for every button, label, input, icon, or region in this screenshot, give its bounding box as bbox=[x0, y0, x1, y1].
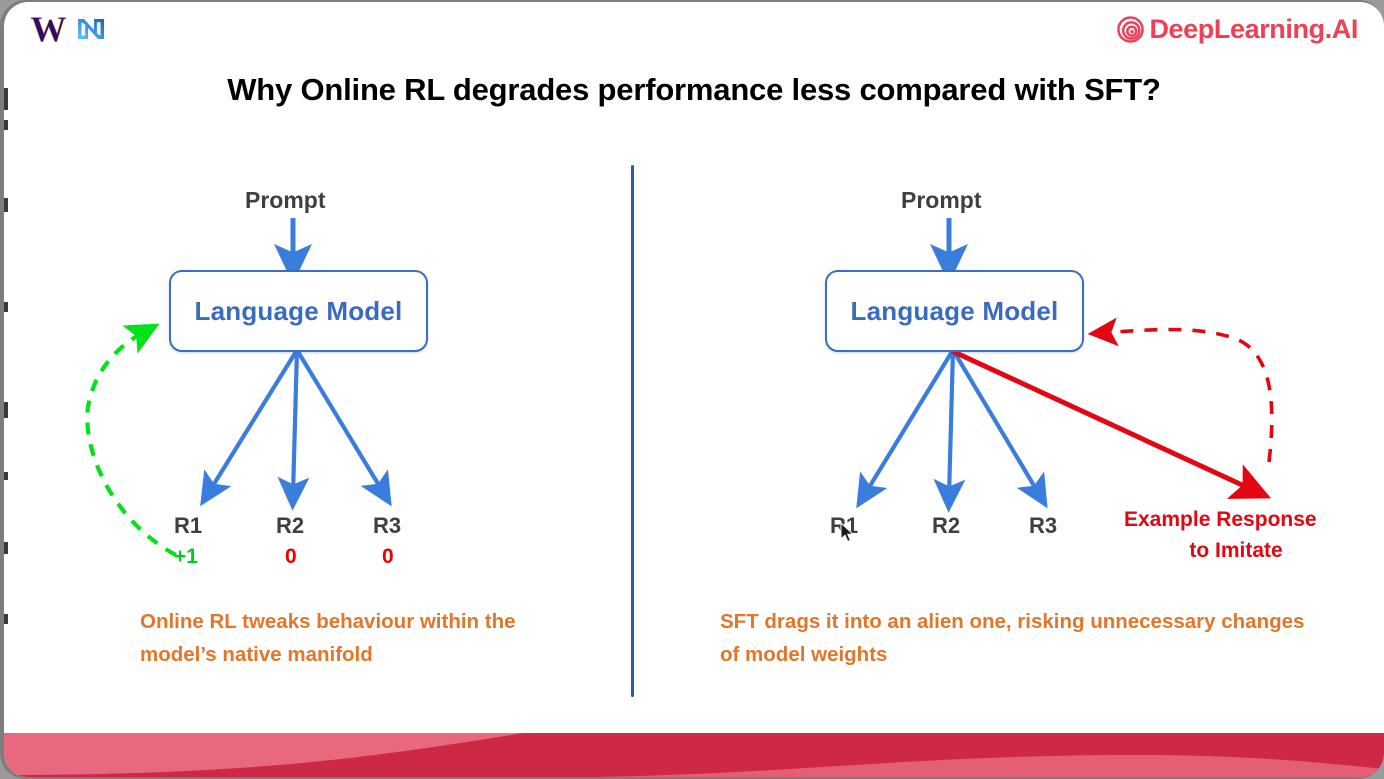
reward-value-r1: +1 bbox=[174, 545, 198, 568]
example-response-label-line1: Example Response bbox=[1124, 508, 1317, 531]
page-edge-tick bbox=[4, 402, 8, 418]
footer-band bbox=[4, 733, 1384, 777]
response-label-r2-right: R2 bbox=[932, 513, 961, 538]
reward-value-r3: 0 bbox=[382, 545, 394, 568]
left-panel: Prompt Language Model R1 R2 R3 +1 0 0 On… bbox=[4, 2, 631, 777]
page-edge-tick bbox=[4, 472, 8, 480]
prompt-label-left: Prompt bbox=[245, 187, 326, 213]
page-edge-tick bbox=[4, 120, 8, 130]
language-model-label-right: Language Model bbox=[850, 295, 1059, 326]
page-edge-tick bbox=[4, 198, 8, 212]
response-label-r3-right: R3 bbox=[1029, 513, 1058, 538]
right-panel: Prompt Language Model R1 R2 R3 Example R… bbox=[4, 2, 1384, 777]
page-edge-tick bbox=[4, 614, 8, 624]
page-edge-tick bbox=[4, 542, 8, 554]
deeplearning-spiral-icon bbox=[1117, 15, 1145, 43]
mouse-cursor bbox=[840, 521, 856, 544]
nvidia-logo bbox=[76, 14, 106, 44]
response-label-r3-left: R3 bbox=[373, 513, 402, 538]
page-edge-tick bbox=[4, 88, 8, 110]
response-label-r2-left: R2 bbox=[276, 513, 305, 538]
response-label-r1-left: R1 bbox=[174, 513, 203, 538]
university-of-washington-logo: W bbox=[30, 9, 67, 49]
presentation-slide: W bbox=[4, 2, 1384, 777]
panel-divider bbox=[631, 165, 634, 697]
prompt-label-right: Prompt bbox=[901, 187, 982, 213]
language-model-label-left: Language Model bbox=[194, 295, 403, 326]
deeplearning-ai-logo: DeepLearning.AI bbox=[1117, 12, 1358, 46]
language-model-box-left: Language Model bbox=[169, 270, 428, 352]
example-response-label-line2: to Imitate bbox=[1189, 539, 1283, 562]
reward-value-r2: 0 bbox=[285, 545, 297, 568]
language-model-box-right: Language Model bbox=[825, 270, 1084, 352]
page-title: Why Online RL degrades performance less … bbox=[227, 72, 1161, 107]
right-caption: SFT drags it into an alien one, risking … bbox=[720, 610, 1305, 667]
left-caption: Online RL tweaks behaviour within the mo… bbox=[140, 610, 516, 667]
deeplearning-ai-wordmark: DeepLearning.AI bbox=[1149, 13, 1358, 44]
page-edge-tick bbox=[4, 302, 8, 312]
